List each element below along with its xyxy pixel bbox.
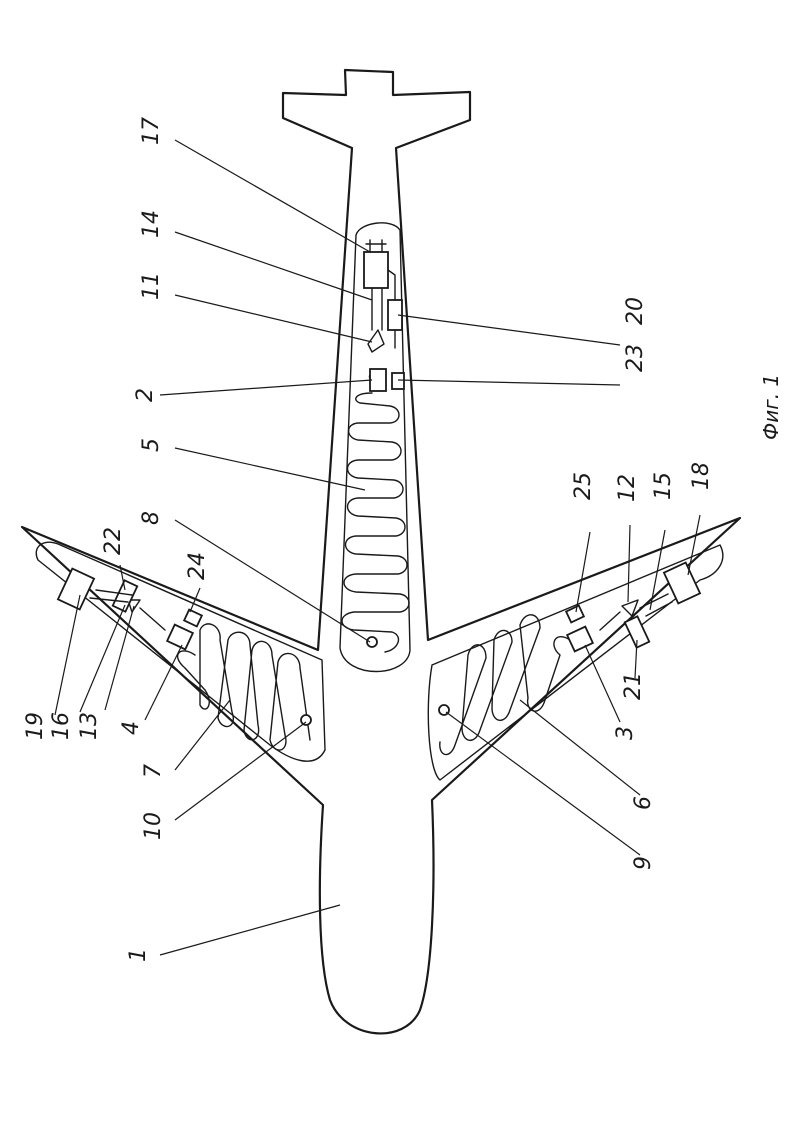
figure-caption: Фиг. 1: [759, 374, 783, 440]
nozzle-13: [127, 599, 141, 613]
label-12: 12: [615, 474, 640, 502]
label-23: 23: [623, 344, 648, 372]
part-labels: 1 2 5 8 7 10 11 14 17 19 16 13 4 24 22 2…: [23, 117, 714, 962]
label-20: 20: [623, 297, 648, 325]
cylinder-18: [662, 561, 702, 605]
nozzle-12: [621, 599, 639, 617]
left-wing-serpentine-7: [176, 623, 311, 751]
right-wing-serpentine-6: [439, 614, 571, 756]
label-21: 21: [621, 672, 646, 700]
label-22: 22: [101, 527, 126, 555]
control-unit-25: [564, 604, 586, 624]
label-17: 17: [139, 117, 164, 145]
cylinder-17-rod: [365, 239, 387, 253]
label-9: 9: [631, 856, 656, 870]
label-1: 1: [126, 948, 151, 962]
label-14: 14: [139, 210, 164, 238]
cylinder-19: [56, 567, 96, 611]
label-4: 4: [119, 721, 144, 735]
label-8: 8: [139, 511, 164, 525]
control-unit-4: [165, 623, 195, 651]
control-unit-2: [369, 368, 387, 392]
label-10: 10: [141, 812, 166, 840]
right-wing-tank-boundary: [427, 544, 724, 781]
fuselage-tank-boundary: [339, 222, 411, 673]
label-11: 11: [139, 272, 164, 300]
control-unit-24: [182, 608, 204, 628]
cylinder-17: [363, 251, 389, 289]
right-wing-pipes: [599, 593, 673, 631]
label-6: 6: [631, 796, 656, 810]
label-19: 19: [23, 712, 48, 740]
left-wing-inlet-10: [300, 714, 312, 726]
label-25: 25: [571, 472, 596, 500]
label-24: 24: [185, 552, 210, 580]
aircraft-outline: [20, 68, 742, 1035]
label-3: 3: [613, 726, 638, 740]
fuselage-serpentine-5: [341, 392, 410, 653]
control-unit-23: [391, 372, 405, 390]
fuselage-inlet-8: [366, 636, 378, 648]
label-5: 5: [139, 438, 164, 452]
control-unit-3: [565, 625, 595, 653]
label-13: 13: [77, 712, 102, 740]
leader-lines: [54, 139, 701, 956]
cylinder-21: [623, 615, 651, 649]
label-18: 18: [689, 462, 714, 490]
label-16: 16: [49, 712, 74, 740]
label-2: 2: [133, 388, 158, 402]
label-7: 7: [141, 764, 166, 778]
left-wing-pipes: [89, 589, 166, 631]
cylinder-20-pipe: [387, 269, 396, 349]
label-15: 15: [651, 472, 676, 500]
left-wing-tank-boundary: [35, 541, 326, 762]
nozzle-11: [367, 329, 385, 353]
